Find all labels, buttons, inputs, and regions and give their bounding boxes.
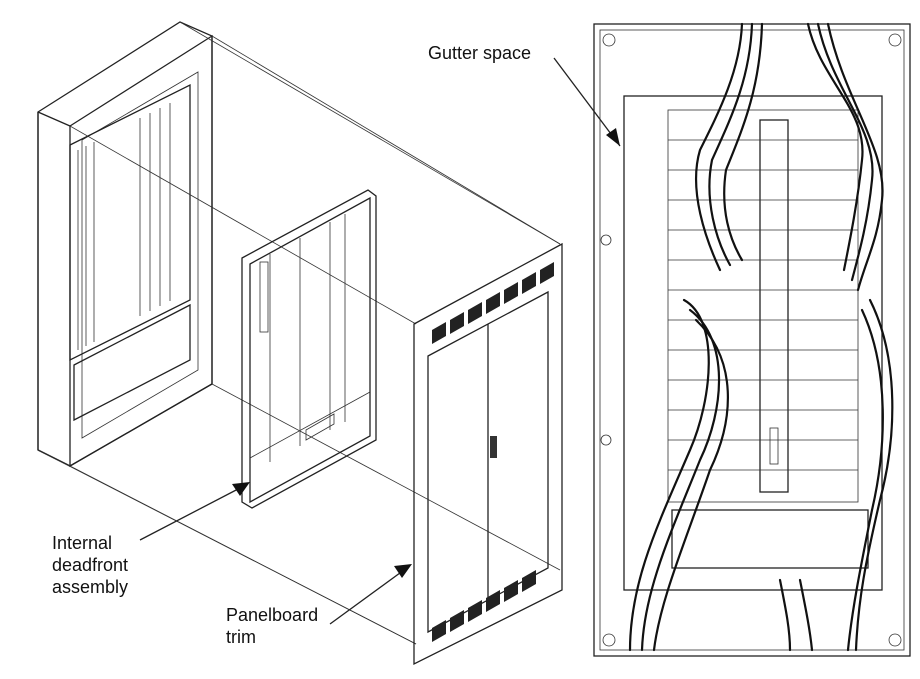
gutter-leader-line [553, 57, 621, 147]
label-panelboard-trim: Panelboard trim [226, 605, 319, 647]
label-gutter-space: Gutter space [428, 43, 532, 63]
gutter-arrow-icon [606, 128, 620, 146]
installed-panelboard [593, 22, 911, 657]
panelboard-trim [413, 242, 563, 666]
deadfront-leader-line [139, 487, 241, 541]
enclosure-box [37, 21, 213, 468]
label-internal-deadfront: Internal deadfront assembly [52, 533, 129, 597]
trim-arrow-icon [394, 564, 412, 578]
deadfront-assembly [241, 189, 377, 509]
deadfront-arrow-icon [232, 482, 250, 496]
leader-lines [139, 57, 621, 625]
trim-leader-line [329, 569, 405, 625]
